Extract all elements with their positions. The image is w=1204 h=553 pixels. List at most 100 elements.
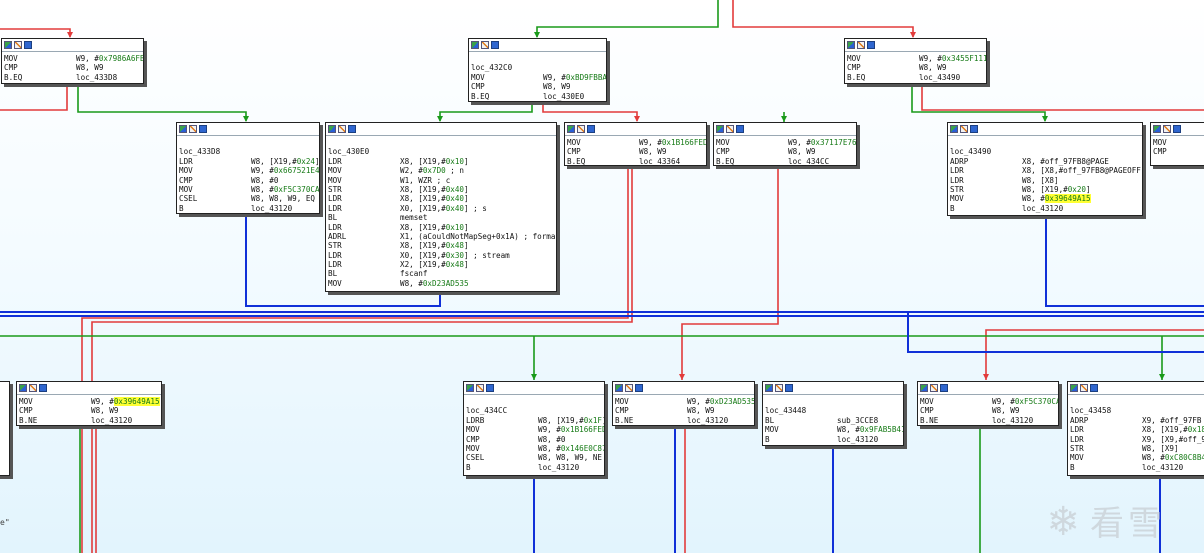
group-nodes-icon[interactable] xyxy=(199,125,207,133)
edit-pencil-icon[interactable] xyxy=(476,384,484,392)
edit-pencil-icon[interactable] xyxy=(775,384,783,392)
group-nodes-icon[interactable] xyxy=(940,384,948,392)
graph-color-icon[interactable] xyxy=(847,41,855,49)
node-label[interactable]: loc_43448 xyxy=(765,406,807,416)
graph-color-icon[interactable] xyxy=(466,384,474,392)
graph-color-icon[interactable] xyxy=(1153,125,1161,133)
edit-pencil-icon[interactable] xyxy=(625,384,633,392)
node-label[interactable]: loc_43458 xyxy=(1070,406,1112,416)
graph-color-icon[interactable] xyxy=(19,384,27,392)
graph-color-icon[interactable] xyxy=(4,41,12,49)
graph-color-icon[interactable] xyxy=(615,384,623,392)
group-nodes-icon[interactable] xyxy=(970,125,978,133)
group-nodes-icon[interactable] xyxy=(867,41,875,49)
group-nodes-icon[interactable] xyxy=(736,125,744,133)
graph-color-icon[interactable] xyxy=(328,125,336,133)
graph-color-icon[interactable] xyxy=(1070,384,1078,392)
group-nodes-icon[interactable] xyxy=(491,41,499,49)
edit-pencil-icon[interactable] xyxy=(1080,384,1088,392)
group-nodes-icon[interactable] xyxy=(587,125,595,133)
group-nodes-icon[interactable] xyxy=(1090,384,1098,392)
graph-color-icon[interactable] xyxy=(567,125,575,133)
group-nodes-icon[interactable] xyxy=(24,41,32,49)
asm-line[interactable]: MOV xyxy=(1153,138,1204,147)
edit-pencil-icon[interactable] xyxy=(29,384,37,392)
graph-color-icon[interactable] xyxy=(920,384,928,392)
group-nodes-icon[interactable] xyxy=(635,384,643,392)
node-label[interactable]: loc_432C0 xyxy=(471,63,513,73)
node-label[interactable]: loc_430E0 xyxy=(328,147,370,157)
edit-pencil-icon[interactable] xyxy=(930,384,938,392)
graph-color-icon[interactable] xyxy=(471,41,479,49)
edit-pencil-icon[interactable] xyxy=(577,125,585,133)
edit-pencil-icon[interactable] xyxy=(1163,125,1171,133)
node-label[interactable]: loc_43490 xyxy=(950,147,992,157)
node-label[interactable]: loc_433D8 xyxy=(179,147,221,157)
edit-pencil-icon[interactable] xyxy=(189,125,197,133)
